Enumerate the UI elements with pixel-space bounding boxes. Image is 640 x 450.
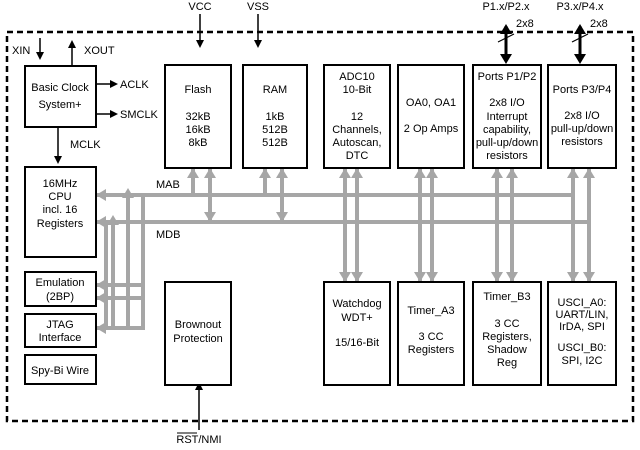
timera-line-1: 3 CC — [418, 331, 443, 343]
cpu-line-3: Registers — [37, 218, 84, 230]
p3-width-label: 2x8 — [590, 18, 608, 30]
aclk-label: ACLK — [120, 79, 149, 91]
xout-label: XOUT — [84, 45, 115, 57]
smclk-label: SMCLK — [120, 109, 159, 121]
ports34-line-3: resistors — [561, 136, 603, 148]
timer-a-block — [397, 281, 465, 386]
jtag-line-0: JTAG — [46, 319, 73, 331]
rst-label: RST/NMI — [176, 434, 221, 446]
adc-line-5: DTC — [346, 150, 369, 162]
brownout-line-1: Protection — [173, 333, 223, 345]
ports12-line-5: resistors — [486, 150, 528, 162]
ports12-line-1: 2x8 I/O — [489, 97, 525, 109]
ports34-line-0: Ports P3/P4 — [553, 84, 612, 96]
pin-labels: VCC VSS P1.x/P2.x P3.x/P4.x 2x8 2x8 XIN … — [12, 1, 608, 446]
timerb-line-2: Registers, — [482, 331, 532, 343]
ram-line-1: 1kB — [266, 111, 285, 123]
cpu-line-2: incl. 16 — [43, 204, 78, 216]
ports12-line-0: Ports P1/P2 — [478, 71, 537, 83]
brownout-block — [164, 281, 232, 386]
ram-line-0: RAM — [263, 84, 287, 96]
timera-line-2: Registers — [408, 344, 455, 356]
flash-line-1: 32kB — [185, 111, 210, 123]
flash-line-0: Flash — [185, 84, 212, 96]
watchdog-block — [323, 281, 391, 386]
usci-line-0: USCI_A0: — [558, 297, 607, 309]
ram-line-2: 512B — [262, 124, 288, 136]
usci-line-4: SPI, I2C — [562, 355, 603, 367]
adc-line-4: Autoscan, — [333, 137, 382, 149]
ports12-line-4: pull-up/down — [476, 137, 538, 149]
mclk-label: MCLK — [70, 139, 101, 151]
usci-block — [547, 281, 617, 386]
p1-pins-label: P1.x/P2.x — [482, 1, 530, 13]
ports-p1p2-block — [472, 64, 542, 169]
adc-line-0: ADC10 — [339, 71, 374, 83]
timer-b-block — [472, 281, 542, 386]
adc-block — [323, 64, 391, 169]
usci-line-2: IrDA, SPI — [559, 321, 605, 333]
spybi-line-0: Spy-Bi Wire — [31, 365, 89, 377]
cpu-line-1: CPU — [48, 191, 71, 203]
p3-pins-label: P3.x/P4.x — [556, 1, 604, 13]
usci-line-1: UART/LIN, — [556, 309, 609, 321]
timerb-line-3: Shadow — [487, 344, 527, 356]
ports34-line-1: 2x8 I/O — [564, 110, 600, 122]
adc-line-2: 12 — [351, 111, 363, 123]
ram-line-3: 512B — [262, 137, 288, 149]
timerb-line-1: 3 CC — [494, 318, 519, 330]
ports34-line-2: pull-up/down — [551, 123, 613, 135]
mab-label: MAB — [156, 179, 180, 191]
vcc-label: VCC — [188, 1, 211, 13]
basic-clock-block — [24, 65, 97, 128]
timerb-line-0: Timer_B3 — [483, 291, 530, 303]
flash-line-2: 16kB — [185, 124, 210, 136]
spybi-block — [24, 354, 97, 385]
emulation-block — [24, 271, 97, 307]
mdb-label: MDB — [156, 229, 180, 241]
flash-line-3: 8kB — [189, 137, 208, 149]
brownout-line-0: Brownout — [175, 319, 221, 331]
oa-line-1: 2 Op Amps — [404, 123, 459, 135]
flash-block — [164, 64, 232, 169]
emulation-line-1: (2BP) — [46, 291, 74, 303]
timera-line-0: Timer_A3 — [407, 305, 454, 317]
cpu-block — [24, 166, 97, 258]
ports12-line-2: Interrupt — [487, 111, 528, 123]
watchdog-line-0: Watchdog — [332, 298, 381, 310]
signal-lines — [36, 14, 262, 430]
vss-label: VSS — [247, 1, 269, 13]
emulation-line-0: Emulation — [36, 277, 85, 289]
clock-line-0: Basic Clock — [31, 82, 89, 94]
adc-line-3: Channels, — [332, 124, 382, 136]
bus-arrowheads — [96, 168, 595, 334]
adc-line-1: 10-Bit — [343, 84, 372, 96]
oa-line-0: OA0, OA1 — [406, 97, 456, 109]
port-io-arrows — [497, 24, 589, 64]
ports-p3p4-block — [547, 64, 617, 169]
timerb-line-4: Reg — [497, 357, 517, 369]
opamp-block — [397, 64, 465, 169]
usci-line-3: USCI_B0: — [558, 342, 607, 354]
p1-width-label: 2x8 — [516, 18, 534, 30]
clock-line-1: System+ — [38, 99, 81, 111]
watchdog-line-2: 15/16-Bit — [335, 337, 379, 349]
ports12-line-3: capability, — [483, 124, 531, 136]
jtag-block — [24, 313, 97, 348]
cpu-line-0: 16MHz — [43, 178, 78, 190]
chip-boundary — [5, 30, 635, 423]
watchdog-line-1: WDT+ — [341, 312, 372, 324]
jtag-line-1: Interface — [39, 332, 82, 344]
ram-block — [242, 64, 308, 169]
xin-label: XIN — [12, 45, 30, 57]
